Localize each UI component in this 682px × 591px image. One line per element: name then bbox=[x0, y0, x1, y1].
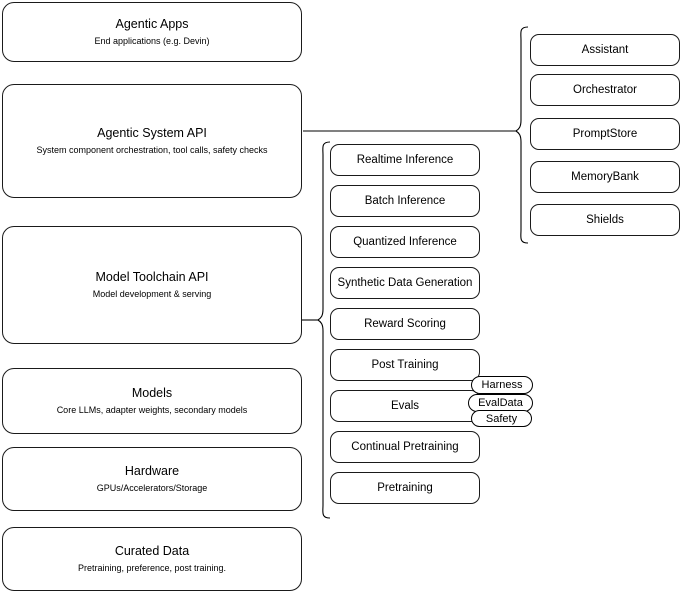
toolchain-item-post-training[interactable]: Post Training bbox=[330, 349, 480, 381]
toolchain-item-evals[interactable]: Evals bbox=[330, 390, 480, 422]
toolchain-item-pretraining[interactable]: Pretraining bbox=[330, 472, 480, 504]
stack-layer-model-toolchain-api[interactable]: Model Toolchain API Model development & … bbox=[2, 226, 302, 344]
toolchain-item-synthetic-data-generation[interactable]: Synthetic Data Generation bbox=[330, 267, 480, 299]
toolchain-item-continual-pretraining[interactable]: Continual Pretraining bbox=[330, 431, 480, 463]
stack-layer-subtitle: System component orchestration, tool cal… bbox=[36, 145, 268, 155]
eval-tag-harness[interactable]: Harness bbox=[471, 376, 533, 394]
stack-layer-title: Hardware bbox=[124, 464, 180, 478]
stack-layer-hardware[interactable]: Hardware GPUs/Accelerators/Storage bbox=[2, 447, 302, 511]
stack-layer-subtitle: Pretraining, preference, post training. bbox=[77, 563, 227, 573]
stack-layer-models[interactable]: Models Core LLMs, adapter weights, secon… bbox=[2, 368, 302, 434]
toolchain-item-reward-scoring[interactable]: Reward Scoring bbox=[330, 308, 480, 340]
stack-layer-title: Agentic Apps bbox=[115, 17, 189, 31]
brace-toolchain-items bbox=[317, 141, 331, 519]
stack-layer-title: Agentic System API bbox=[97, 126, 207, 140]
stack-layer-subtitle: End applications (e.g. Devin) bbox=[94, 36, 210, 46]
agentic-item-promptstore[interactable]: PromptStore bbox=[530, 118, 680, 150]
agentic-item-memorybank[interactable]: MemoryBank bbox=[530, 161, 680, 193]
stack-layer-title: Model Toolchain API bbox=[95, 270, 209, 284]
stack-layer-subtitle: GPUs/Accelerators/Storage bbox=[96, 483, 208, 493]
toolchain-item-quantized-inference[interactable]: Quantized Inference bbox=[330, 226, 480, 258]
stack-layer-title: Models bbox=[131, 386, 173, 400]
stack-layer-title: Curated Data bbox=[114, 544, 190, 558]
stack-layer-agentic-system-api[interactable]: Agentic System API System component orch… bbox=[2, 84, 302, 198]
agentic-item-assistant[interactable]: Assistant bbox=[530, 34, 680, 66]
brace-agentic-items bbox=[515, 26, 529, 244]
eval-tag-safety[interactable]: Safety bbox=[471, 410, 532, 427]
toolchain-item-realtime-inference[interactable]: Realtime Inference bbox=[330, 144, 480, 176]
toolchain-item-batch-inference[interactable]: Batch Inference bbox=[330, 185, 480, 217]
stack-layer-subtitle: Core LLMs, adapter weights, secondary mo… bbox=[56, 405, 248, 415]
agentic-item-shields[interactable]: Shields bbox=[530, 204, 680, 236]
stack-layer-agentic-apps[interactable]: Agentic Apps End applications (e.g. Devi… bbox=[2, 2, 302, 62]
stack-layer-curated-data[interactable]: Curated Data Pretraining, preference, po… bbox=[2, 527, 302, 591]
agentic-item-orchestrator[interactable]: Orchestrator bbox=[530, 74, 680, 106]
stack-layer-subtitle: Model development & serving bbox=[92, 289, 212, 299]
